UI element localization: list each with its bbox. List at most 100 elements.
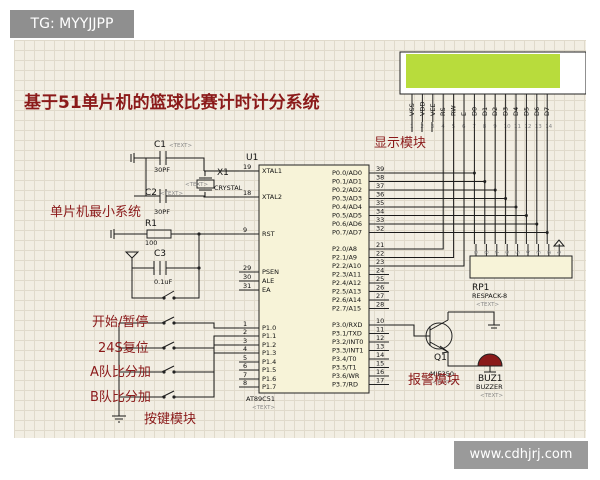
schematic-diagram: 基于51单片机的篮球比赛计时计分系统 VSS1VDD2VEE3RS4RW5E6D… xyxy=(23,51,586,427)
mcu-left-pin-name: P1.4 xyxy=(262,358,276,366)
mcu-left-pin-name: RST xyxy=(262,230,275,238)
c1-value: 30PF xyxy=(154,166,170,174)
mcu-right-pin-name: P2.2/A10 xyxy=(332,262,361,270)
p0-bus-wire xyxy=(389,122,517,208)
mcu-right-pin-name: P3.6/WR xyxy=(332,372,360,380)
mcu-right-pin-name: P2.7/A15 xyxy=(332,305,361,313)
button-signal-wire xyxy=(186,335,239,349)
mcu-right-pin-num: 14 xyxy=(376,351,384,359)
rp1-pin-num: 3 xyxy=(536,250,542,254)
mcu-right-pin-num: 16 xyxy=(376,368,384,376)
button-signal-wire xyxy=(186,352,239,398)
reset-section: R1 100 C3 0.1uF xyxy=(110,219,239,300)
x1-value: CRYSTAL xyxy=(214,184,243,192)
site-watermark: www.cdhjrj.com xyxy=(454,441,588,469)
buz1-ref: BUZ1 xyxy=(478,374,503,384)
mcu-left-pin-num: 3 xyxy=(243,337,247,345)
respack-rp1: RP1 RESPACK-8 <TEXT> xyxy=(469,255,573,308)
rp1-pin-num: 8 xyxy=(484,250,490,254)
c1-ref: C1 xyxy=(154,140,166,150)
button-contact-dot xyxy=(162,370,166,374)
rp1-value: RESPACK-8 xyxy=(472,292,507,300)
diagram-title: 基于51单片机的篮球比赛计时计分系统 xyxy=(23,92,320,113)
mcu-left-pin-name: P1.7 xyxy=(262,383,276,391)
mcu-body xyxy=(258,164,370,394)
lcd-pin-num: 13 xyxy=(535,124,542,130)
rp1-pin-num: 5 xyxy=(516,250,522,254)
mcu-right-pin-name: P2.6/A14 xyxy=(332,296,361,304)
mcu-right-pin-name: P3.2/INT0 xyxy=(332,338,363,346)
min-system-label: 单片机最小系统 xyxy=(50,205,141,220)
rp1-pin-num: 1 xyxy=(557,251,563,255)
x1-ref: X1 xyxy=(217,168,229,178)
mcu-right-pin-num: 37 xyxy=(376,182,384,190)
lcd-pin-num: 10 xyxy=(504,124,511,130)
lcd-display xyxy=(399,51,586,95)
lcd-pin-num: 11 xyxy=(514,124,521,130)
p0-bus-wire xyxy=(389,122,507,199)
display-module-label: 显示模块 xyxy=(374,136,426,151)
mcu-right-pin-num: 13 xyxy=(376,343,384,351)
button-section xyxy=(118,316,239,402)
mcu-right-pin-name: P2.4/A12 xyxy=(332,279,361,287)
mcu-right-pin-num: 28 xyxy=(376,301,384,309)
vcc-arrow-icon xyxy=(552,239,566,247)
mcu-right-pin-num: 22 xyxy=(376,250,384,258)
button-contact-dot xyxy=(162,346,166,350)
mcu-left-pin-name: XTAL2 xyxy=(262,193,282,201)
rp1-pin-num: 6 xyxy=(505,250,511,254)
mcu-u1: U1 AT89C51 <TEXT> xyxy=(246,153,370,411)
button-signal-wire xyxy=(186,344,239,373)
mcu-right-pins: 39P0.0/AD038P0.1/AD137P0.2/AD236P0.3/AD3… xyxy=(332,165,389,389)
alarm-module-label: 报警模块 xyxy=(408,372,460,388)
mcu-right-pin-num: 26 xyxy=(376,284,384,292)
mcu-left-pin-num: 4 xyxy=(243,345,247,353)
mcu-right-pin-name: P0.0/AD0 xyxy=(332,169,362,177)
mcu-left-pin-name: EA xyxy=(262,286,271,294)
mcu-left-pin-num: 31 xyxy=(243,282,251,290)
mcu-right-pin-name: P0.4/AD4 xyxy=(332,203,362,211)
lcd-power-wire xyxy=(411,122,433,132)
mcu-left-pin-name: P1.2 xyxy=(262,341,276,349)
mcu-right-pin-name: P3.1/TXD xyxy=(332,330,362,338)
ground-symbol xyxy=(112,402,126,423)
mcu-left-pin-num: 1 xyxy=(243,320,247,328)
mcu-left-pin-num: 18 xyxy=(243,189,251,197)
rp1-ref: RP1 xyxy=(472,283,489,293)
mcu-right-pin-num: 36 xyxy=(376,191,384,199)
reset-24s-label: 24S复位 xyxy=(98,341,149,356)
mcu-right-pin-num: 24 xyxy=(376,267,384,275)
mcu-right-pin-num: 38 xyxy=(376,174,384,182)
mcu-right-pin-num: 33 xyxy=(376,216,384,224)
buz1-text: <TEXT> xyxy=(480,393,503,399)
mcu-right-pin-num: 39 xyxy=(376,165,384,173)
mcu-left-pin-name: P1.1 xyxy=(262,332,276,340)
mcu-right-pin-num: 10 xyxy=(376,317,384,325)
mcu-right-pin-name: P3.7/RD xyxy=(332,381,358,389)
rp1-pin-num: 9 xyxy=(474,250,480,254)
u1-ref: U1 xyxy=(246,153,258,163)
alarm-section: Q1 MJE350 <TEXT> BUZ1 BUZZER <TEXT> 报警模块 xyxy=(389,311,503,399)
r1-value: 100 xyxy=(145,239,157,247)
mcu-right-pin-num: 25 xyxy=(376,275,384,283)
p2-ctrl-wire xyxy=(389,122,444,250)
lcd-pin-num: 14 xyxy=(545,124,552,130)
mcu-right-pin-name: P2.5/A13 xyxy=(332,288,361,296)
mcu-right-pin-num: 12 xyxy=(376,334,384,342)
q1-ref: Q1 xyxy=(434,353,447,363)
mcu-right-pin-num: 17 xyxy=(376,377,384,385)
mcu-right-pin-name: P2.1/A9 xyxy=(332,254,357,262)
source-tag: TG: MYYJJPP xyxy=(10,10,134,38)
button-contact-dot xyxy=(162,321,166,325)
c3-value: 0.1uF xyxy=(154,278,172,286)
mcu-left-pin-num: 29 xyxy=(243,264,251,272)
mcu-right-pin-num: 27 xyxy=(376,292,384,300)
mcu-left-pin-num: 6 xyxy=(243,362,247,370)
mcu-right-pin-name: P3.3/INT1 xyxy=(332,347,363,355)
start-pause-label: 开始/暂停 xyxy=(92,314,148,330)
mcu-right-pin-num: 32 xyxy=(376,225,384,233)
rp1-pin-num: 2 xyxy=(547,251,553,255)
mcu-right-pin-num: 23 xyxy=(376,258,384,266)
mcu-right-pin-name: P0.6/AD6 xyxy=(332,220,362,228)
